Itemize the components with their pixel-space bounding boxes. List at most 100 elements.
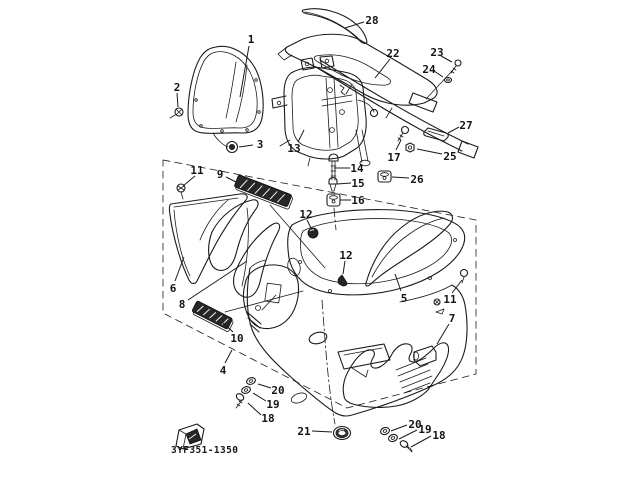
callout-leader-4 — [224, 349, 233, 364]
screw-part-11-left — [176, 183, 186, 200]
emblem-9-position-line — [269, 204, 326, 269]
callout-number-11: 11 — [190, 164, 204, 177]
callout-leader-12 — [342, 260, 346, 275]
callout-number-27: 27 — [459, 119, 472, 132]
callout-leader-25 — [416, 148, 443, 155]
callout-leader-15 — [336, 182, 352, 185]
callout-leader-23 — [440, 55, 453, 63]
diagram-code: 3YF351-1350 — [171, 445, 238, 456]
callout-number-10: 10 — [230, 332, 243, 345]
callout-number-4: 4 — [220, 364, 227, 377]
callout-number-26: 26 — [410, 173, 424, 186]
callout-number-14: 14 — [350, 162, 364, 175]
callout-number-7: 7 — [449, 312, 456, 325]
callout-number-28: 28 — [365, 14, 378, 27]
cowl-screen-opening-part — [287, 209, 466, 296]
trim-strip-part-28 — [301, 8, 368, 44]
callout-leader-2 — [176, 92, 179, 108]
callout-number-13: 13 — [287, 142, 300, 155]
callout-number-20: 20 — [408, 418, 421, 431]
callout-leader-5 — [394, 273, 402, 292]
callout-number-16: 16 — [351, 194, 365, 207]
grommet-part-12-upper — [307, 227, 319, 239]
callout-number-8: 8 — [179, 298, 186, 311]
callout-leader-11 — [451, 279, 463, 294]
callout-leader-22 — [374, 58, 391, 79]
bolt-part-17 — [397, 125, 410, 142]
callout-number-5: 5 — [401, 292, 408, 305]
callout-layer: 1234567891011111212131415161718192018192… — [170, 14, 473, 448]
callout-number-3: 3 — [257, 138, 264, 151]
callout-leader-9 — [225, 176, 237, 183]
washer-part-24 — [443, 76, 453, 84]
callout-leader-19 — [252, 392, 267, 402]
upper-cowl-stay-part-22 — [277, 33, 479, 159]
emblem-10-position-line — [224, 290, 304, 313]
callout-number-18: 18 — [432, 429, 445, 442]
callout-leader-18 — [247, 402, 262, 416]
callout-number-25: 25 — [443, 150, 456, 163]
washer-part-20-left — [246, 377, 256, 385]
windshield-part — [187, 45, 264, 148]
pad-part-27 — [423, 127, 449, 142]
screw-part-18-left — [235, 393, 245, 409]
damper-part-16 — [326, 193, 341, 207]
callout-leader-7 — [436, 323, 450, 345]
callout-leader-6 — [174, 256, 185, 282]
fwd-icon — [175, 423, 205, 450]
callout-number-6: 6 — [170, 282, 177, 295]
side-panel-part-6 — [168, 193, 248, 285]
nut-part-3 — [225, 140, 239, 154]
callout-leader-20 — [257, 383, 272, 389]
callout-leader-24 — [433, 70, 444, 78]
callout-leader-19 — [398, 429, 418, 440]
swoosh-trim-part-5 — [365, 210, 453, 287]
callout-number-20: 20 — [271, 384, 284, 397]
callout-leader-12 — [306, 219, 312, 229]
screw-part-23 — [425, 59, 462, 100]
callout-number-19: 19 — [418, 423, 431, 436]
callout-number-11: 11 — [443, 293, 457, 306]
callout-leader-18 — [410, 435, 432, 448]
callout-number-17: 17 — [387, 151, 400, 164]
headlight-frame-part-13 — [271, 55, 379, 167]
callout-leader-17 — [395, 139, 402, 151]
emblem-decal-part-9 — [234, 174, 293, 210]
callout-leader-8 — [187, 260, 248, 301]
bolt-part-14 — [328, 153, 339, 181]
callout-number-1: 1 — [248, 33, 255, 46]
lower-cowl-body-part — [242, 259, 468, 417]
callout-number-18: 18 — [261, 412, 274, 425]
callout-leader-1 — [239, 45, 250, 98]
callout-leader-21 — [311, 430, 333, 433]
screw-part-15 — [328, 176, 338, 192]
assembly-group-outline — [162, 159, 477, 409]
washer-part-20-right — [380, 426, 390, 436]
washer-part-19-right — [388, 433, 398, 443]
screw-part-2 — [169, 107, 184, 119]
alignment-lines — [321, 207, 337, 425]
screw-part-18-right — [399, 440, 413, 453]
callout-number-22: 22 — [386, 47, 399, 60]
callout-number-24: 24 — [422, 63, 436, 76]
callout-leader-13 — [297, 129, 305, 143]
damper-part-26 — [377, 170, 392, 183]
callout-leader-20 — [390, 424, 408, 432]
grommet-part-21 — [332, 425, 352, 441]
callout-number-2: 2 — [174, 81, 181, 94]
callout-leader-11 — [182, 175, 196, 187]
inner-panel-part-7 — [342, 342, 450, 408]
screw-part-11-right — [459, 268, 469, 284]
callout-leader-27 — [447, 126, 460, 134]
callout-number-21: 21 — [297, 425, 311, 438]
nut-part-25 — [405, 142, 415, 153]
callout-number-23: 23 — [430, 46, 443, 59]
callout-leader-10 — [221, 321, 234, 333]
washer-part-19-left — [241, 386, 251, 394]
callout-leader-26 — [391, 176, 410, 179]
callout-number-15: 15 — [351, 177, 364, 190]
callout-number-9: 9 — [217, 168, 224, 181]
callout-leader-28 — [344, 21, 365, 29]
